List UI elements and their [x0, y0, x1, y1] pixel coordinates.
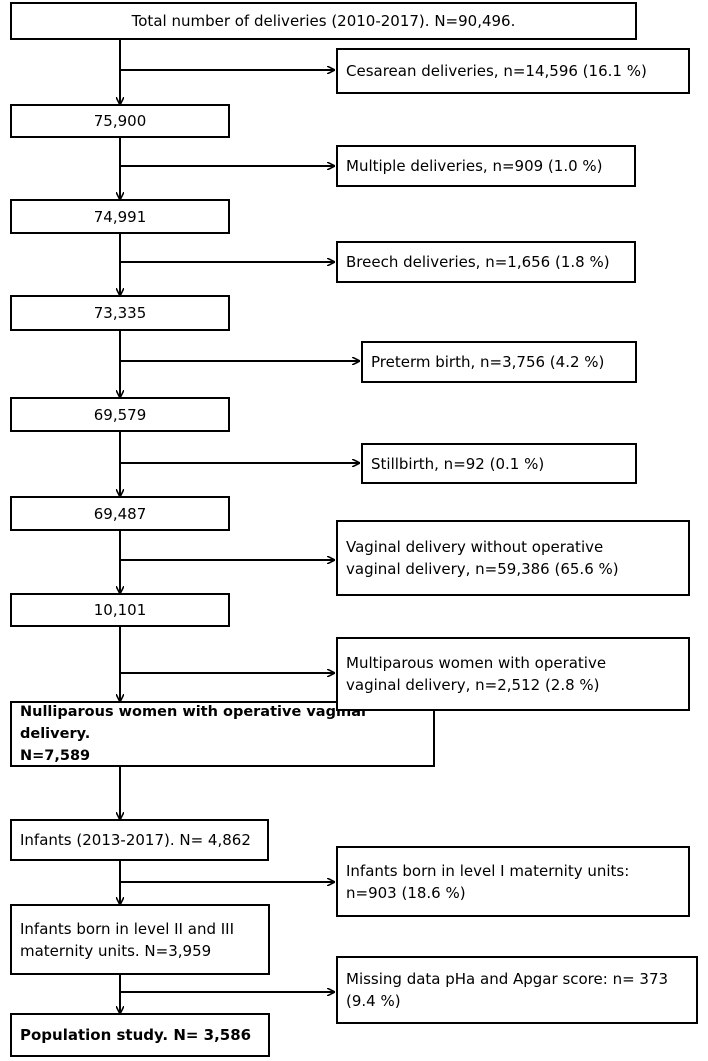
excluded-vaginal-box: Vaginal delivery without operative vagin… [336, 520, 690, 596]
count-box-74991: 74,991 [10, 199, 230, 234]
excluded-vaginal-line2: vaginal delivery, n=59,386 (65.6 %) [346, 560, 619, 578]
nulliparous-box: Nulliparous women with operative vaginal… [10, 701, 435, 767]
excluded-missing-line1: Missing data pHa and Apgar score: n= 373 [346, 970, 669, 988]
infants-box: Infants (2013-2017). N= 4,862 [10, 819, 269, 861]
excluded-breech-box: Breech deliveries, n=1,656 (1.8 %) [336, 241, 636, 283]
excluded-missing-line2: (9.4 %) [346, 992, 401, 1010]
nulliparous-line1: Nulliparous women with operative vaginal… [20, 704, 366, 742]
excluded-level1-line2: n=903 (18.6 %) [346, 883, 466, 902]
count-box-10101: 10,101 [10, 593, 230, 627]
excluded-level1-box: Infants born in level I maternity units:… [336, 846, 690, 917]
excluded-preterm-text: Preterm birth, n=3,756 (4.2 %) [371, 353, 605, 371]
count-text: 73,335 [93, 304, 147, 322]
excluded-missing-box: Missing data pHa and Apgar score: n= 373… [336, 956, 698, 1024]
count-box-69487: 69,487 [10, 496, 230, 531]
count-text: 75,900 [93, 112, 147, 130]
excluded-vaginal-line1: Vaginal delivery without operative [346, 538, 604, 556]
level23-line2: maternity units. N=3,959 [20, 941, 212, 960]
count-text: 69,487 [93, 504, 147, 523]
excluded-breech-text: Breech deliveries, n=1,656 (1.8 %) [346, 253, 610, 271]
count-box-75900: 75,900 [10, 104, 230, 138]
excluded-multiple-text: Multiple deliveries, n=909 (1.0 %) [346, 157, 603, 175]
excluded-multiparous-box: Multiparous women with operative vaginal… [336, 637, 690, 711]
count-text: 10,101 [93, 601, 147, 619]
count-text: 74,991 [93, 207, 147, 226]
excluded-stillbirth-text: Stillbirth, n=92 (0.1 %) [371, 454, 545, 473]
total-deliveries-box: Total number of deliveries (2010-2017). … [10, 2, 637, 40]
level23-line1: Infants born in level II and III [20, 919, 235, 938]
infants-text: Infants (2013-2017). N= 4,862 [20, 831, 251, 849]
excluded-stillbirth-box: Stillbirth, n=92 (0.1 %) [361, 443, 637, 484]
population-text: Population study. N= 3,586 [20, 1026, 252, 1044]
excluded-multiparous-line1: Multiparous women with operative [346, 654, 607, 672]
excluded-multiple-box: Multiple deliveries, n=909 (1.0 %) [336, 145, 636, 187]
level23-box: Infants born in level II and III materni… [10, 904, 270, 975]
excluded-cesarean-box: Cesarean deliveries, n=14,596 (16.1 %) [336, 48, 690, 94]
excluded-multiparous-line2: vaginal delivery, n=2,512 (2.8 %) [346, 676, 600, 694]
count-text: 69,579 [93, 405, 147, 424]
count-box-69579: 69,579 [10, 397, 230, 432]
excluded-cesarean-text: Cesarean deliveries, n=14,596 (16.1 %) [346, 62, 647, 80]
population-box: Population study. N= 3,586 [10, 1013, 270, 1057]
excluded-level1-line1: Infants born in level I maternity units: [346, 861, 630, 880]
count-box-73335: 73,335 [10, 295, 230, 331]
total-deliveries-text: Total number of deliveries (2010-2017). … [131, 12, 516, 30]
nulliparous-line2: N=7,589 [20, 748, 91, 764]
excluded-preterm-box: Preterm birth, n=3,756 (4.2 %) [361, 341, 637, 383]
